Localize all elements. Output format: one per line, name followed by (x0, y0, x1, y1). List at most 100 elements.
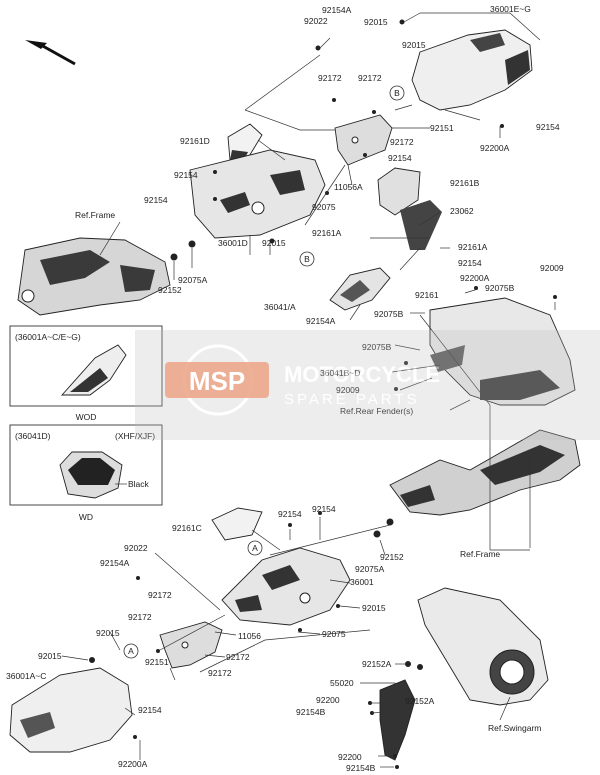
part-bracket-lower (159, 621, 223, 669)
part-label: 92152 (158, 285, 182, 295)
part-seat-cover-36001d (189, 149, 326, 239)
callout-a-lower: A (123, 643, 139, 659)
part-label: 23062 (450, 206, 474, 216)
svg-text:A: A (128, 646, 134, 656)
variant-box-wd: (36041D) (XHF/XJF) Black WD (9, 424, 163, 522)
part-label: Ref.Swingarm (488, 723, 541, 733)
part-pad-92161c (211, 507, 263, 541)
part-label: 92172 (226, 652, 250, 662)
part-label: 92151 (430, 123, 454, 133)
part-tail-light (377, 167, 442, 250)
variant-box-wod-caption: WOD (76, 412, 97, 422)
part-label: 92154 (138, 705, 162, 715)
part-label: 92154A (322, 5, 352, 15)
part-label: 92154 (278, 509, 302, 519)
svg-text:B: B (394, 88, 400, 98)
part-label: 92172 (318, 73, 342, 83)
part-label: 92172 (208, 668, 232, 678)
svg-text:B: B (304, 254, 310, 264)
watermark: MSP MOTORCYCLE SPARE PARTS (135, 330, 600, 440)
part-label: Ref.Frame (460, 549, 500, 559)
part-label: 92172 (148, 590, 172, 600)
part-label: 92200 (316, 695, 340, 705)
part-label: 92161D (180, 136, 210, 146)
part-label: 92075 (312, 202, 336, 212)
variant-box-wod-title: (36001A~C/E~G) (15, 332, 81, 342)
part-label: 92015 (96, 628, 120, 638)
variant-box-wod: (36001A~C/E~G) WOD (9, 325, 163, 422)
part-label: 92075B (374, 309, 404, 319)
leader-lines (61, 12, 556, 768)
part-label: 92009 (336, 385, 360, 395)
part-label: 11056 (238, 631, 261, 641)
part-bracket-upper (334, 114, 393, 166)
part-label: 92075 (322, 629, 346, 639)
part-label: 36041B~D (320, 368, 360, 378)
part-label: 92075A (355, 564, 385, 574)
part-label: 36001E~G (490, 4, 531, 14)
direction-arrow-icon (25, 40, 76, 66)
part-label: 92154 (312, 504, 336, 514)
watermark-sub: SPARE PARTS (284, 391, 420, 408)
part-label: 92152 (380, 552, 404, 562)
part-label: 92015 (262, 238, 286, 248)
part-label: 92152A (405, 696, 435, 706)
part-label: 11056A (334, 182, 363, 192)
part-cover-36041 (329, 267, 391, 311)
variant-box-wd-color: Black (128, 479, 150, 489)
part-label: 92161A (312, 228, 342, 238)
part-label: 92172 (390, 137, 414, 147)
part-label: 92009 (540, 263, 564, 273)
part-label: 92075B (362, 342, 392, 352)
part-label: 92154A (306, 316, 336, 326)
callout-a-upper: A (247, 540, 263, 556)
part-label: 92015 (402, 40, 426, 50)
callout-b-upper: B (389, 85, 405, 101)
part-swingarm (417, 587, 549, 706)
part-frame-left (17, 237, 171, 316)
part-label: 92161B (450, 178, 480, 188)
part-label: 92022 (304, 16, 328, 26)
part-label: 92154 (458, 258, 482, 268)
part-label: 92075A (178, 275, 208, 285)
watermark-logo: MSP (189, 366, 245, 396)
part-labels: 92154A 92022 92015 36001E~G 92015 92172 … (6, 4, 564, 773)
part-label: 92154 (174, 170, 198, 180)
part-label: 92200A (480, 143, 510, 153)
part-label: 92154 (536, 122, 560, 132)
part-label: 36001A~C (6, 671, 46, 681)
part-label: 36001D (218, 238, 248, 248)
watermark-brand: MOTORCYCLE (284, 362, 440, 387)
part-label: 92154B (346, 763, 376, 773)
part-label: 36041/A (264, 302, 296, 312)
part-label: 92154A (100, 558, 130, 568)
part-label: 92151 (145, 657, 169, 667)
part-chain-guard (379, 679, 416, 761)
part-label: 92161 (415, 290, 439, 300)
variant-box-wd-caption: WD (79, 512, 93, 522)
part-label: 92015 (364, 17, 388, 27)
part-label: 92154 (388, 153, 412, 163)
part-label: 92015 (362, 603, 386, 613)
part-label: 92154 (144, 195, 168, 205)
part-cowl-lower-left (9, 667, 133, 753)
variant-box-wd-variant: (XHF/XJF) (115, 431, 155, 441)
part-label: Ref.Frame (75, 210, 115, 220)
variant-box-wd-title: (36041D) (15, 431, 51, 441)
part-label: 92015 (38, 651, 62, 661)
part-label: 92152A (362, 659, 392, 669)
fasteners (89, 19, 557, 769)
part-label: 92200A (460, 273, 490, 283)
part-label: 92022 (124, 543, 148, 553)
part-label: 92172 (358, 73, 382, 83)
part-label: Ref.Rear Fender(s) (340, 406, 413, 416)
part-seat-cover-36001 (221, 547, 351, 626)
part-label: 92075B (485, 283, 515, 293)
part-label: 92161C (172, 523, 202, 533)
part-label: 92154B (296, 707, 326, 717)
part-cowl-upper-right (411, 29, 533, 111)
callout-b-lower: B (299, 251, 315, 267)
svg-text:A: A (252, 543, 258, 553)
part-label: 55020 (330, 678, 354, 688)
